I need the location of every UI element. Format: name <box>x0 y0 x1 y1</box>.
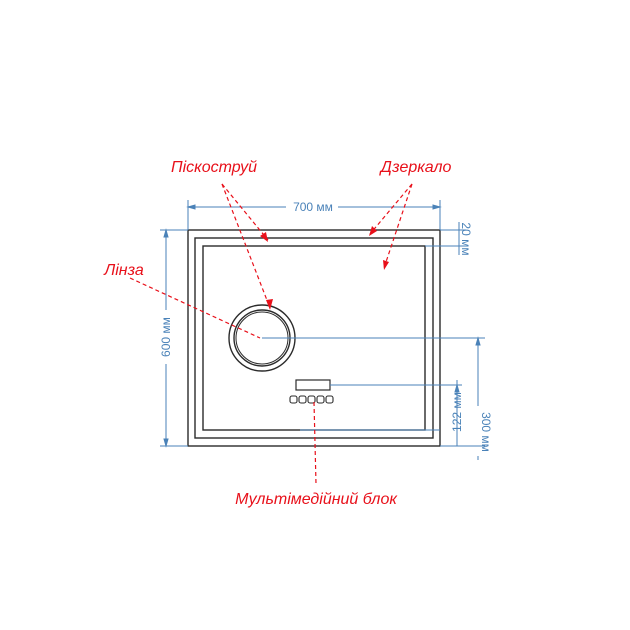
button-5 <box>325 395 334 404</box>
mirror-leader-2 <box>383 183 413 269</box>
width-label: 700 мм <box>293 200 333 214</box>
multimedia-block <box>289 379 334 404</box>
border-label: 20 мм <box>459 222 473 255</box>
button-2 <box>298 395 307 404</box>
width-arrow-right <box>432 204 442 210</box>
height-arrow-bottom <box>163 438 169 448</box>
button-1 <box>289 395 298 404</box>
sandblast-leader-1 <box>221 183 269 241</box>
mirror-arrowhead-1 <box>369 226 377 236</box>
sandblast-arrowhead-1 <box>260 232 268 242</box>
height-arrow-top <box>163 228 169 238</box>
block-offset-label: 122 мм <box>450 392 464 432</box>
multimedia-leader <box>313 401 317 485</box>
lens-offset-label: 300 мм <box>479 412 493 452</box>
multimedia-callout: Мультімедійний блок <box>235 491 398 508</box>
button-3 <box>307 395 316 404</box>
lens-arrow-top <box>475 336 481 346</box>
mirror-arrowhead-2 <box>383 260 389 270</box>
block-arrow-top <box>454 383 460 393</box>
sandblast-callout: Піскоструй <box>171 159 257 176</box>
width-arrow-left <box>186 204 196 210</box>
dimension-lines <box>160 200 485 460</box>
lens-leader <box>129 277 261 339</box>
sandblast-arrowhead-2 <box>266 299 273 310</box>
mirror-callout: Дзеркало <box>379 159 452 176</box>
display-panel <box>295 379 331 391</box>
button-4 <box>316 395 325 404</box>
lens-callout: Лінза <box>103 262 144 279</box>
mirror-leader-1 <box>369 183 413 235</box>
callout-leaders <box>129 183 413 485</box>
sandblast-leader-2 <box>221 183 271 309</box>
height-label: 600 мм <box>159 317 173 357</box>
